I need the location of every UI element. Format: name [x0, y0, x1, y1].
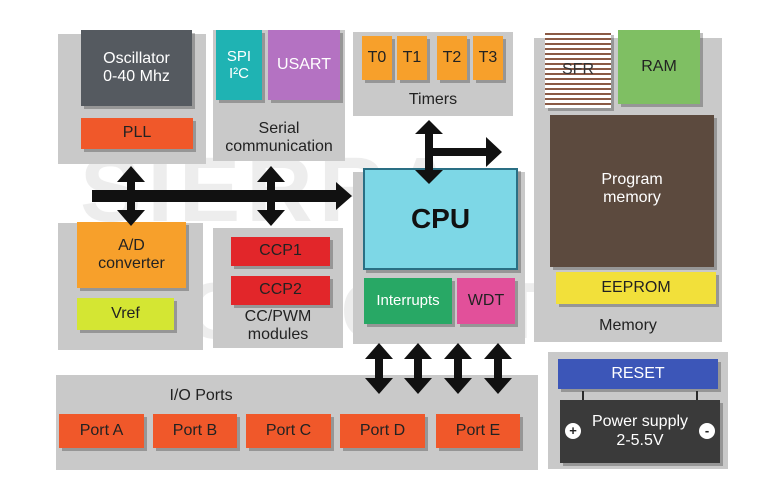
pll-block: PLL — [81, 118, 193, 149]
cpu-block: CPU — [363, 168, 518, 270]
timer-t0: T0 — [362, 36, 392, 80]
port-e-block: Port E — [436, 414, 520, 448]
port-d-block: Port D — [340, 414, 425, 448]
power-supply-label: Power supply 2-5.5V — [591, 413, 689, 449]
ccpwm-label: CC/PWM modules — [244, 307, 312, 343]
ram-block: RAM — [618, 30, 700, 104]
timer-t2: T2 — [437, 36, 467, 80]
reset-block: RESET — [558, 359, 718, 389]
port-a-block: Port A — [59, 414, 144, 448]
spi-i2c-block: SPI I²C — [216, 30, 262, 100]
oscillator-block: Oscillator 0-40 Mhz — [81, 30, 192, 106]
wdt-block: WDT — [457, 278, 515, 324]
sfr-block: SFR — [545, 32, 611, 108]
program-memory-block: Program memory — [550, 115, 714, 267]
vref-block: Vref — [77, 298, 174, 330]
minus-terminal-icon: - — [699, 423, 715, 439]
serial-communication-label: Serial communication — [225, 119, 333, 155]
usart-block: USART — [268, 30, 340, 100]
ccp1-block: CCP1 — [231, 237, 330, 266]
power-supply-block: Power supply 2-5.5V + - — [560, 391, 720, 463]
io-ports-label: I/O Ports — [169, 386, 233, 404]
memory-label: Memory — [599, 316, 657, 334]
plus-terminal-icon: + — [565, 423, 581, 439]
eeprom-block: EEPROM — [556, 272, 716, 304]
timers-label: Timers — [408, 90, 458, 108]
ccp2-block: CCP2 — [231, 276, 330, 305]
adc-block: A/D converter — [77, 222, 186, 288]
timer-t1: T1 — [397, 36, 427, 80]
port-c-block: Port C — [246, 414, 331, 448]
port-b-block: Port B — [153, 414, 237, 448]
interrupts-block: Interrupts — [364, 278, 452, 324]
timer-t3: T3 — [473, 36, 503, 80]
